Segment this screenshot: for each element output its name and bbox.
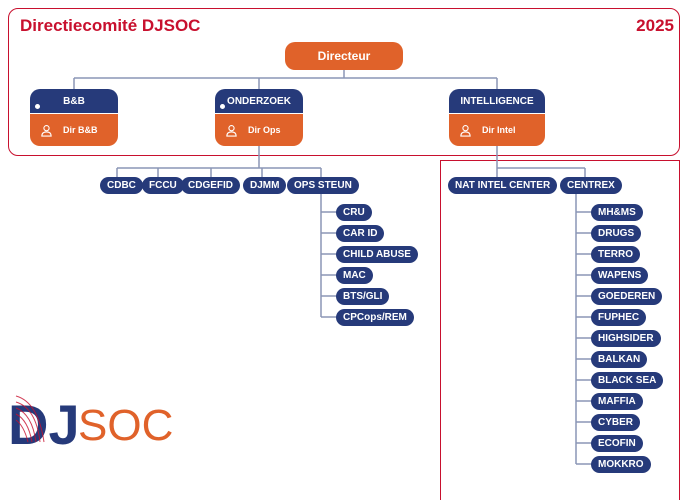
unit-cdgefid: CDGEFID [181, 177, 240, 194]
unit-child-abuse: CHILD ABUSE [336, 246, 418, 263]
unit-balkan: BALKAN [591, 351, 648, 368]
logo-stripes-icon [15, 395, 45, 443]
unit-terro: TERRO [591, 246, 640, 263]
connector-dot [34, 103, 41, 110]
unit-goederen: GOEDEREN [591, 288, 663, 305]
unit-wapens: WAPENS [591, 267, 649, 284]
unit-car-id: CAR ID [336, 225, 385, 242]
unit-cpcops-rem: CPCops/REM [336, 309, 414, 326]
unit-djmm: DJMM [243, 177, 287, 194]
unit-mh-ms: MH&MS [591, 204, 643, 221]
logo-soc: SOC [78, 401, 173, 450]
director-box: Directeur [285, 42, 403, 70]
chart-year: 2025 [636, 16, 674, 35]
head-onderzoek: Dir Ops [215, 114, 303, 146]
unit-mokkro: MOKKRO [591, 456, 651, 473]
unit-nat-intel-center: NAT INTEL CENTER [448, 177, 558, 194]
unit-bts-gli: BTS/GLI [336, 288, 390, 305]
unit-mac: MAC [336, 267, 373, 284]
directiecomite-frame [8, 8, 680, 156]
head-onderzoek-label: Dir Ops [248, 125, 281, 135]
djsoc-logo: DJ SOC [8, 393, 173, 456]
unit-fuphec: FUPHEC [591, 309, 647, 326]
chart-title: Directiecomité DJSOC [20, 16, 201, 35]
unit-highsider: HIGHSIDER [591, 330, 661, 347]
department-onderzoek: ONDERZOEK [215, 89, 303, 113]
person-icon [459, 124, 472, 137]
head-intelligence: Dir Intel [449, 114, 545, 146]
unit-cdbc: CDBC [100, 177, 143, 194]
unit-centrex: CENTREX [560, 177, 622, 194]
head-intelligence-label: Dir Intel [482, 125, 516, 135]
unit-maffia: MAFFIA [591, 393, 643, 410]
department-intelligence: INTELLIGENCE [449, 89, 545, 113]
person-icon [225, 124, 238, 137]
unit-drugs: DRUGS [591, 225, 642, 242]
unit-cyber: CYBER [591, 414, 641, 431]
connector-dot [219, 103, 226, 110]
head-bb-label: Dir B&B [63, 125, 98, 135]
department-bb: B&B [30, 89, 118, 113]
unit-cru: CRU [336, 204, 372, 221]
unit-ops-steun: OPS STEUN [287, 177, 359, 194]
unit-black-sea: BLACK SEA [591, 372, 664, 389]
unit-fccu: FCCU [142, 177, 184, 194]
intelligence-frame [440, 160, 680, 500]
unit-ecofin: ECOFIN [591, 435, 643, 452]
head-bb: Dir B&B [30, 114, 118, 146]
person-icon [40, 124, 53, 137]
